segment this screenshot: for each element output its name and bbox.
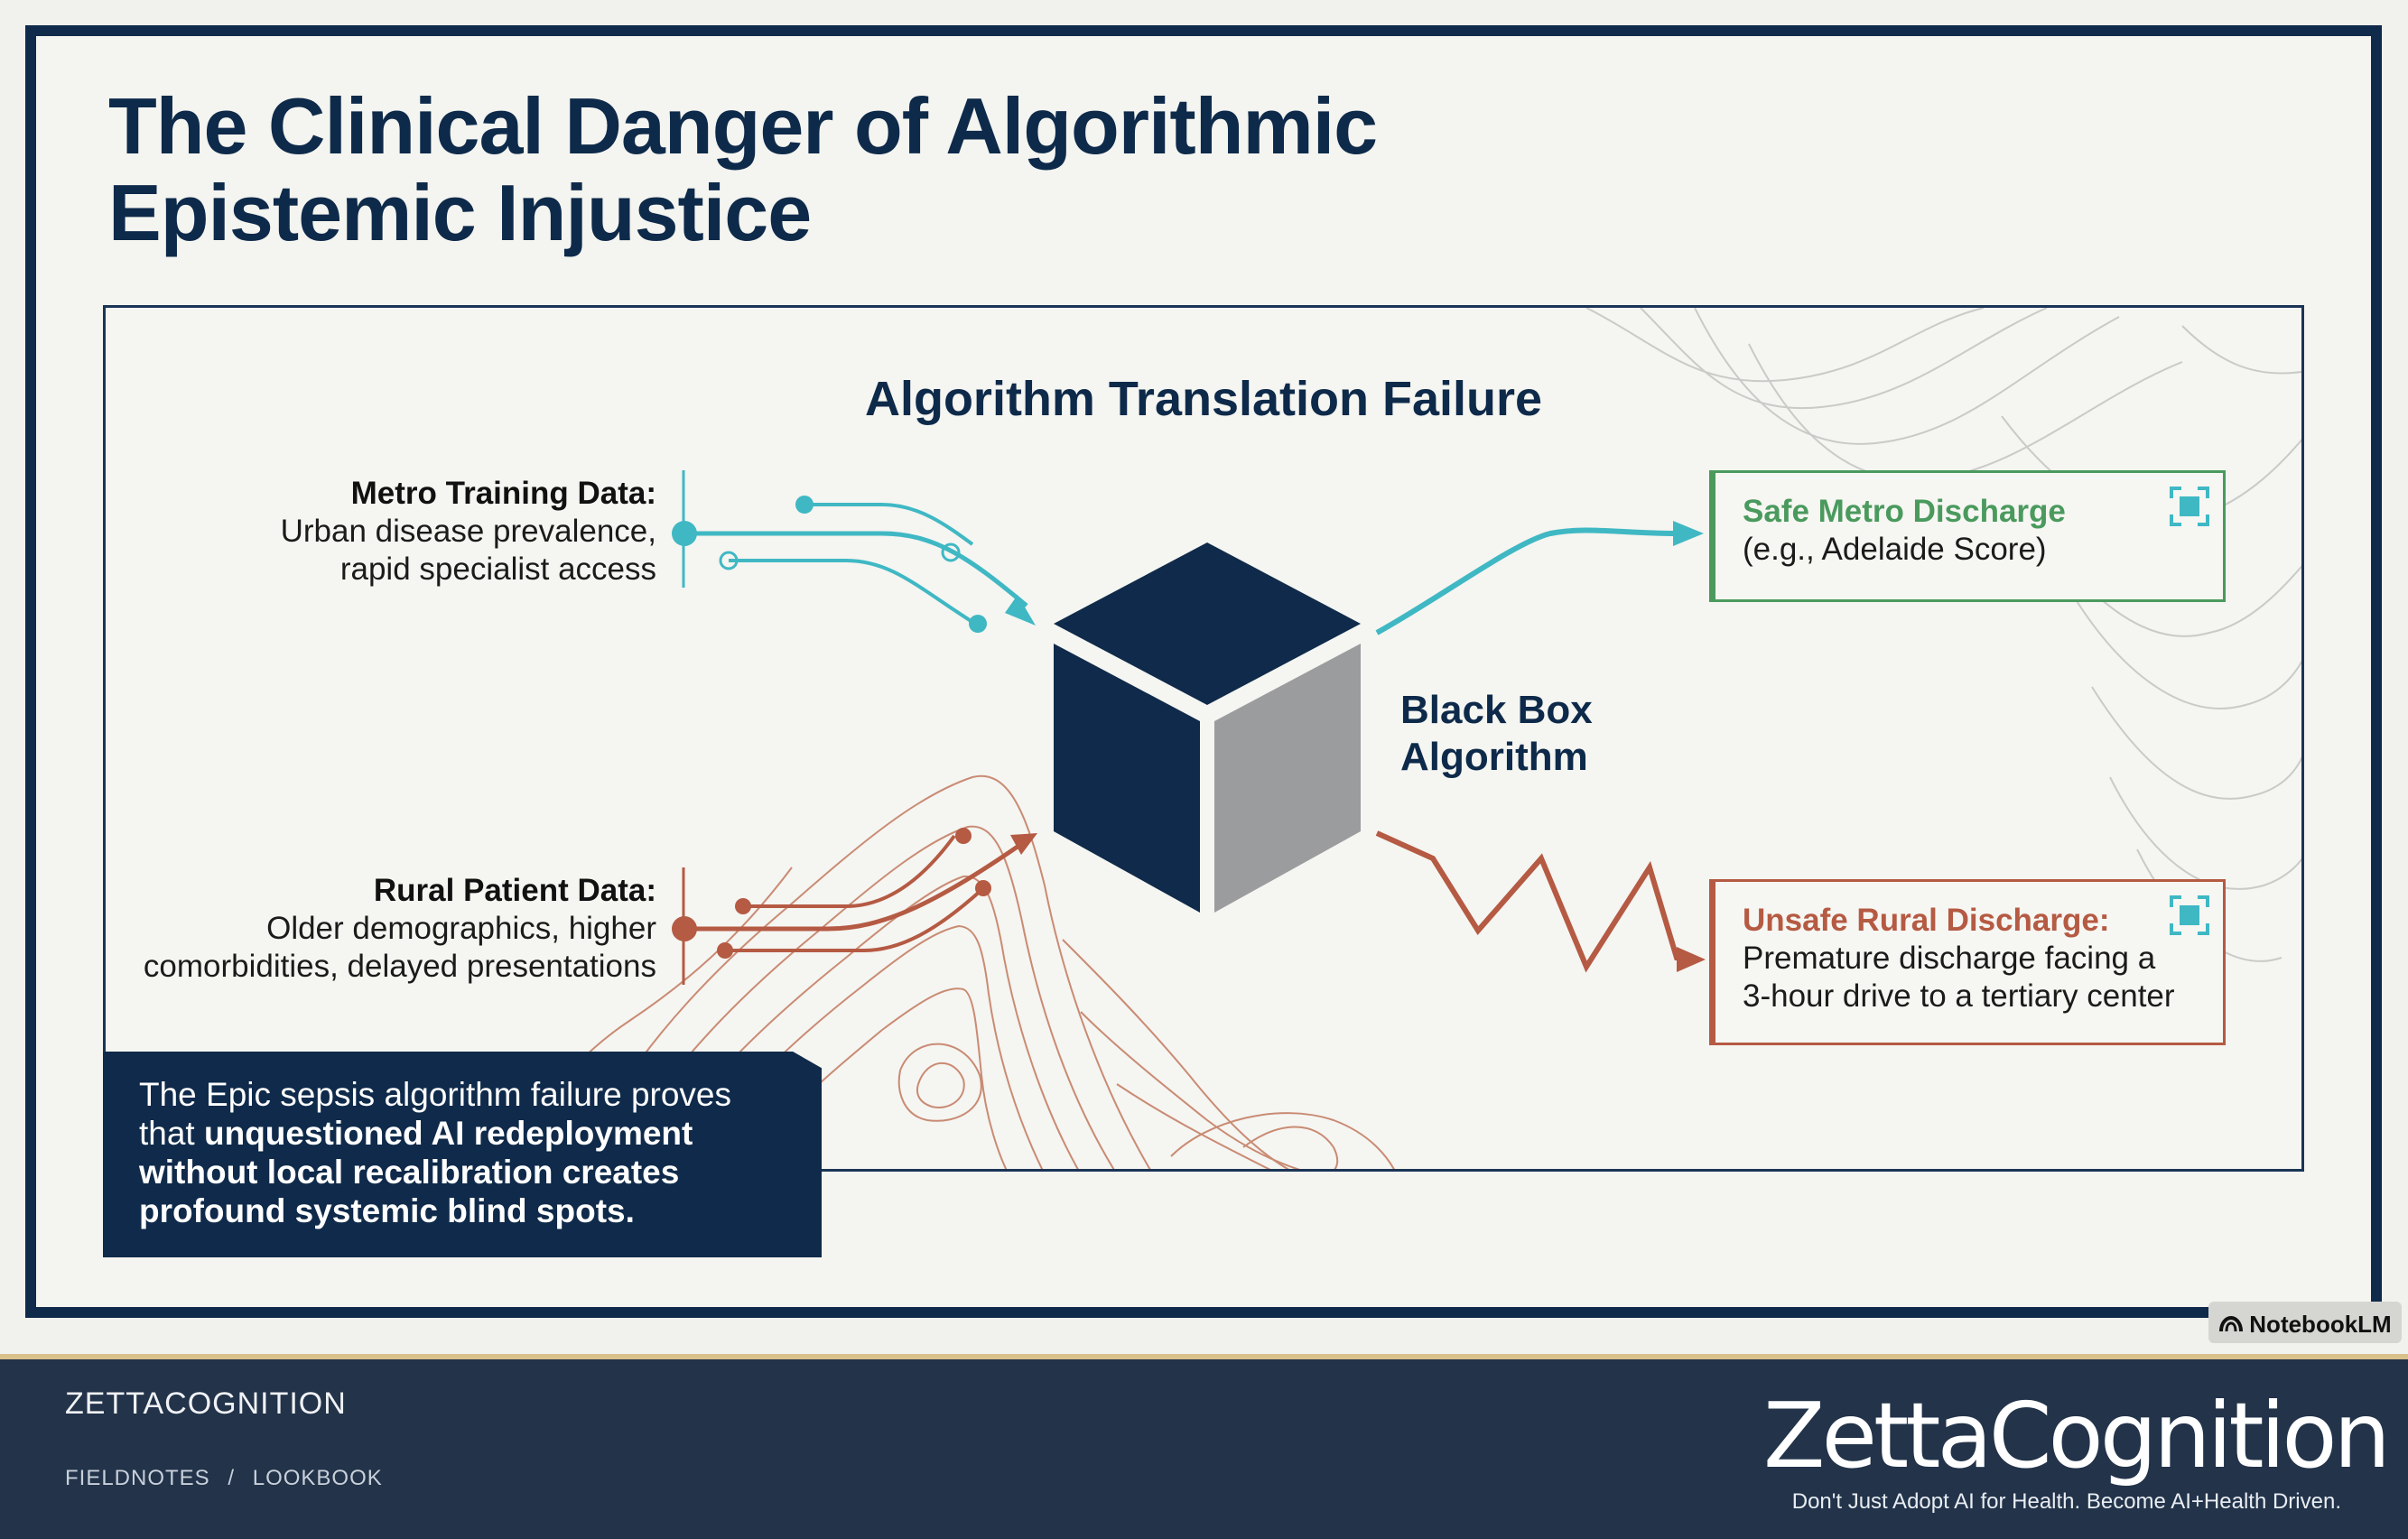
scan-frame-icon (2170, 895, 2209, 935)
epic-sepsis-callout: The Epic sepsis algorithm failure proves… (103, 1052, 822, 1257)
metro-node-d (969, 615, 987, 633)
footer-breadcrumb: FIELDNOTES / LOOKBOOK (65, 1466, 394, 1491)
notebooklm-label: NotebookLM (2249, 1311, 2392, 1339)
footer-brand[interactable]: ZETTACOGNITION (65, 1386, 347, 1421)
rural-patient-label: Rural Patient Data: Older demographics, … (124, 872, 656, 986)
slide-title-line-1: The Clinical Danger of Algorithmic (108, 81, 1378, 171)
black-box-cube (1054, 542, 1361, 913)
unsafe-output-zigzag (1375, 830, 1695, 973)
notebooklm-logo-icon (2219, 1316, 2244, 1332)
breadcrumb-fieldnotes[interactable]: FIELDNOTES (65, 1466, 210, 1490)
slide-title-line-2: Epistemic Injustice (108, 168, 812, 257)
scan-frame-icon (2170, 487, 2209, 526)
callout-line-3: without local recalibration creates (139, 1153, 786, 1191)
callout-line-1: The Epic sepsis algorithm failure proves (139, 1076, 732, 1113)
logo-wordmark: ZettaCognition (1763, 1383, 2391, 1488)
safe-metro-discharge-box: Safe Metro Discharge (e.g., Adelaide Sco… (1709, 470, 2226, 602)
safe-output-arrowhead (1673, 521, 1704, 546)
metro-input-connectors (682, 470, 1028, 624)
footer-accent-line (0, 1354, 2408, 1359)
rural-node-c (955, 828, 972, 844)
notebooklm-watermark: NotebookLM (2208, 1302, 2402, 1343)
metro-input-node (672, 521, 697, 546)
metro-input-arrowhead (1005, 595, 1036, 626)
rural-patient-heading: Rural Patient Data: (373, 873, 656, 908)
unsafe-rural-discharge-line-2: 3-hour drive to a tertiary center (1743, 978, 2175, 1014)
callout-bold-3: profound systemic blind spots. (139, 1192, 635, 1229)
site-footer: ZETTACOGNITION FIELDNOTES / LOOKBOOK Zet… (0, 1359, 2408, 1539)
slide: The Clinical Danger of Algorithmic Epist… (25, 25, 2402, 1343)
unsafe-rural-discharge-line-1: Premature discharge facing a (1743, 941, 2156, 976)
rural-input-connectors (682, 834, 1028, 985)
diagram-panel: Algorithm Translation Failure Metro Trai… (103, 305, 2304, 1172)
callout-bold-1: unquestioned AI redeployment (204, 1115, 693, 1152)
metro-node-c (941, 542, 961, 562)
rural-main-line (683, 838, 1028, 932)
slide-title: The Clinical Danger of Algorithmic Epist… (108, 83, 1643, 256)
diagram-title: Algorithm Translation Failure (864, 372, 1543, 426)
rural-patient-line-1: Older demographics, higher (266, 911, 656, 946)
callout-line-2: that unquestioned AI redeployment (139, 1114, 786, 1153)
metro-training-label: Metro Training Data: Urban disease preva… (187, 475, 656, 589)
unsafe-rural-discharge-box: Unsafe Rural Discharge: Premature discha… (1709, 879, 2226, 1045)
cube-top-face (1054, 542, 1361, 705)
metro-main-line (683, 531, 1028, 607)
callout-plain-that: that (139, 1115, 204, 1152)
callout-bold-2: without local recalibration creates (139, 1154, 680, 1191)
black-box-label: Black Box Algorithm (1400, 687, 1593, 781)
rural-input-arrowhead (1010, 833, 1037, 855)
black-box-label-line-2: Algorithm (1400, 735, 1588, 779)
black-box-label-line-1: Black Box (1400, 688, 1593, 732)
rural-node-b (717, 942, 733, 959)
safe-metro-discharge-heading: Safe Metro Discharge (1743, 494, 2066, 529)
metro-training-heading: Metro Training Data: (350, 476, 656, 511)
unsafe-rural-discharge-heading: Unsafe Rural Discharge: (1743, 903, 2110, 938)
logo-tagline: Don't Just Adopt AI for Health. Become A… (1791, 1489, 2341, 1514)
metro-node-b (719, 551, 739, 570)
metro-training-line-1: Urban disease prevalence, (280, 514, 656, 549)
callout-line-4: profound systemic blind spots. (139, 1191, 786, 1230)
breadcrumb-lookbook[interactable]: LOOKBOOK (252, 1466, 383, 1490)
rural-node-a (735, 898, 751, 914)
metro-training-line-2: rapid specialist access (339, 552, 656, 587)
cube-left-face (1054, 644, 1200, 913)
rural-patient-line-2: comorbidities, delayed presentations (143, 949, 656, 984)
rural-input-node (672, 916, 697, 941)
zettacognition-logo[interactable]: ZettaCognition Don't Just Adopt AI for H… (1763, 1383, 2391, 1515)
breadcrumb-separator: / (228, 1466, 236, 1490)
cube-right-face (1214, 644, 1361, 913)
metro-node-a (795, 496, 814, 514)
safe-metro-discharge-detail: (e.g., Adelaide Score) (1743, 532, 2047, 567)
unsafe-output-arrowhead (1677, 947, 1706, 972)
rural-node-d (975, 880, 991, 896)
diagram-graphics (469, 308, 2301, 1169)
safe-output-connector (1375, 527, 1678, 635)
